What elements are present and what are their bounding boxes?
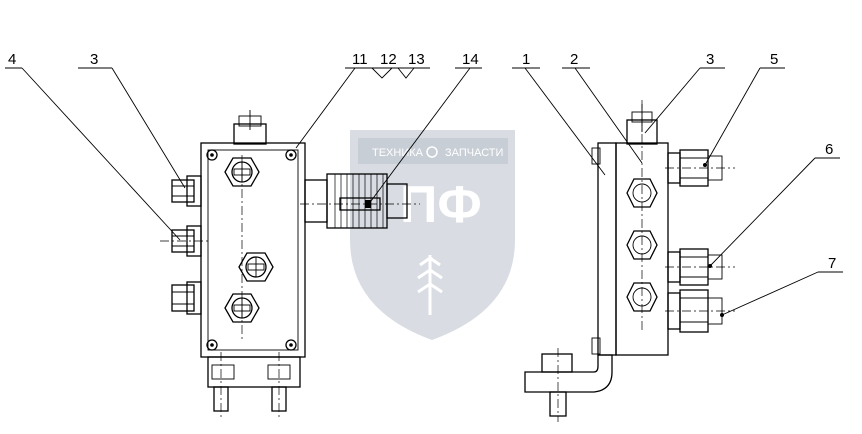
right-view <box>524 100 735 422</box>
callout-12: 12 <box>380 51 397 68</box>
watermark-line1: ТЕХНИКА <box>372 147 424 159</box>
callout-11: 11 <box>352 51 368 68</box>
leaders <box>5 67 843 317</box>
watermark-line2: ЗАПЧАСТИ <box>445 147 503 159</box>
callout-1: 1 <box>522 51 530 68</box>
callout-5: 5 <box>770 51 778 68</box>
left-view <box>160 110 420 420</box>
callout-7: 7 <box>828 255 836 272</box>
callout-3-right: 3 <box>706 51 714 68</box>
callout-4-left: 4 <box>8 51 16 68</box>
watermark-logo: ПФ <box>400 176 482 234</box>
callout-2: 2 <box>570 51 578 68</box>
watermark-gear-icon <box>426 146 438 158</box>
watermark: ТЕХНИКА ЗАПЧАСТИ ПФ <box>350 130 515 340</box>
callout-14: 14 <box>462 51 479 68</box>
watermark-wheat-icon <box>417 255 443 315</box>
callout-6: 6 <box>825 141 833 158</box>
callout-labels: 4 3 11 12 13 14 1 2 3 5 6 7 <box>8 51 836 272</box>
callout-13: 13 <box>408 51 425 68</box>
callout-3-left: 3 <box>90 51 98 68</box>
